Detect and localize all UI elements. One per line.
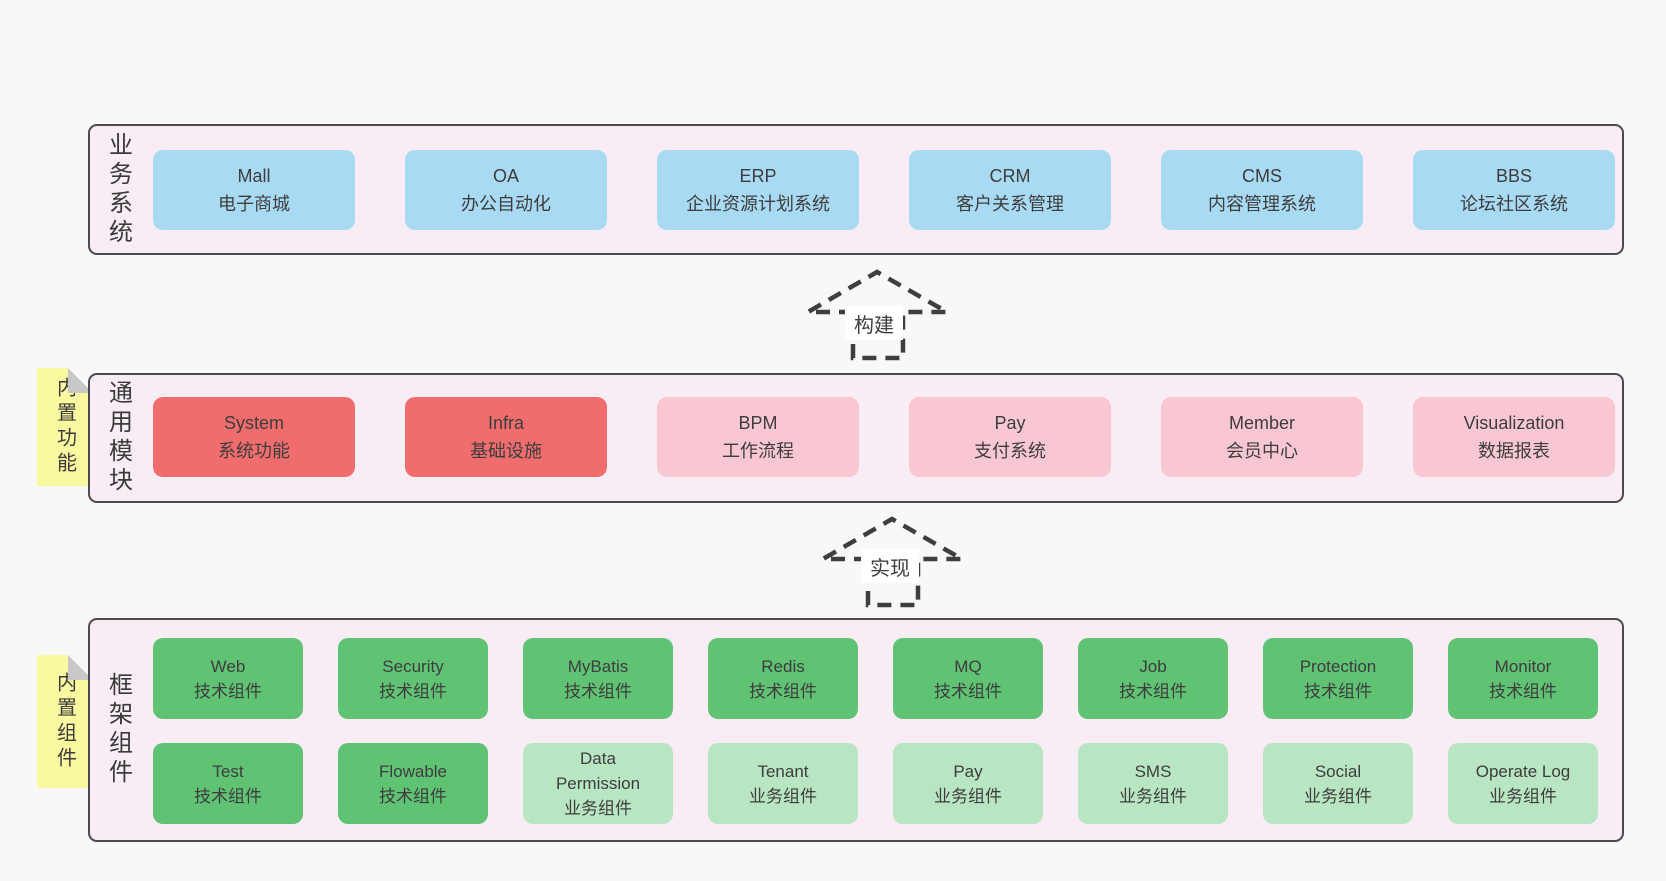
box-title: Mall [237,166,271,186]
box-title: Flowable [378,761,448,781]
box-title: Data Permission [555,749,641,793]
box-subtitle: 技术组件 [1304,681,1372,701]
box-subtitle: 技术组件 [934,681,1002,701]
box-title: Pay [953,761,983,781]
sticky-note-built-in-components: 内置组件 [37,655,93,788]
business-box-oa: OA 办公自动化 [405,150,607,230]
box-subtitle: 业务组件 [1304,786,1372,806]
box-subtitle: 会员中心 [1226,441,1298,461]
component-box-job: Job 技术组件 [1078,638,1228,719]
module-box-system: System 系统功能 [153,397,355,477]
layer-label: 业务系统 [104,131,132,248]
box-title: Web [210,656,246,676]
layer-label: 通用模块 [104,380,132,496]
business-box-cms: CMS 内容管理系统 [1161,150,1363,230]
component-box-security: Security 技术组件 [338,638,488,719]
box-title: Job [1139,656,1167,676]
component-box-protection: Protection 技术组件 [1263,638,1413,719]
component-box-tenant: Tenant 业务组件 [708,743,858,824]
box-subtitle: 系统功能 [218,441,290,461]
box-title: Redis [761,656,805,676]
box-title: Security [382,656,444,676]
box-subtitle: 技术组件 [379,681,447,701]
box-subtitle: 论坛社区系统 [1460,194,1568,214]
layer-framework-components: 框架组件 Web 技术组件 Security 技术组件 MyBatis 技术组件… [88,618,1624,842]
box-subtitle: 技术组件 [194,786,262,806]
box-title: BPM [738,413,778,433]
box-title: System [223,413,284,433]
box-subtitle: 技术组件 [749,681,817,701]
sticky-note-text: 内置功能 [53,377,76,477]
box-title: Test [212,761,244,781]
box-subtitle: 技术组件 [194,681,262,701]
box-subtitle: 内容管理系统 [1208,194,1316,214]
box-subtitle: 业务组件 [1489,786,1557,806]
box-title: Member [1228,413,1295,433]
box-title: MyBatis [567,656,629,676]
component-box-mq: MQ 技术组件 [893,638,1043,719]
box-title: Operate Log [1475,761,1571,781]
box-subtitle: 技术组件 [1489,681,1557,701]
box-subtitle: 业务组件 [1119,786,1187,806]
component-box-data-permission: Data Permission 业务组件 [523,743,673,824]
box-title: BBS [1495,166,1533,186]
build-arrow-label: 构建 [845,306,903,340]
component-box-operate-log: Operate Log 业务组件 [1448,743,1598,824]
box-subtitle: 企业资源计划系统 [686,194,830,214]
business-box-erp: ERP 企业资源计划系统 [657,150,859,230]
component-box-monitor: Monitor 技术组件 [1448,638,1598,719]
sticky-note-built-in-features: 内置功能 [37,368,93,486]
layer-label: 框架组件 [104,672,132,788]
module-box-pay: Pay 支付系统 [909,397,1111,477]
box-title: Protection [1299,656,1377,676]
sticky-note-text: 内置组件 [53,671,76,772]
component-box-web: Web 技术组件 [153,638,303,719]
box-subtitle: 技术组件 [1119,681,1187,701]
business-box-mall: Mall 电子商城 [153,150,355,230]
box-title: Visualization [1463,413,1565,433]
business-box-crm: CRM 客户关系管理 [909,150,1111,230]
box-title: Tenant [757,761,809,781]
implement-arrow-label: 实现 [861,549,919,583]
box-subtitle: 技术组件 [379,786,447,806]
layer-common-modules: 通用模块 System 系统功能 Infra 基础设施 BPM 工作流程 Pay… [88,373,1624,503]
box-subtitle: 客户关系管理 [956,194,1064,214]
module-box-member: Member 会员中心 [1161,397,1363,477]
business-box-bbs: BBS 论坛社区系统 [1413,150,1615,230]
module-box-infra: Infra 基础设施 [405,397,607,477]
box-subtitle: 支付系统 [974,441,1046,461]
box-subtitle: 办公自动化 [461,194,551,214]
box-title: CRM [989,166,1031,186]
implement-arrow-icon [815,516,971,608]
box-title: Infra [487,413,525,433]
box-title: Monitor [1494,656,1552,676]
component-box-flowable: Flowable 技术组件 [338,743,488,824]
box-subtitle: 数据报表 [1478,441,1550,461]
box-subtitle: 电子商城 [218,194,290,214]
box-subtitle: 业务组件 [934,786,1002,806]
box-title: OA [492,166,519,186]
component-box-test: Test 技术组件 [153,743,303,824]
box-title: MQ [954,656,982,676]
box-subtitle: 技术组件 [564,681,632,701]
box-title: SMS [1134,761,1172,781]
module-box-bpm: BPM 工作流程 [657,397,859,477]
box-title: Social [1314,761,1362,781]
box-subtitle: 工作流程 [722,441,794,461]
box-subtitle: 基础设施 [470,441,542,461]
component-box-redis: Redis 技术组件 [708,638,858,719]
box-title: CMS [1242,166,1282,186]
component-box-social: Social 业务组件 [1263,743,1413,824]
box-subtitle: 业务组件 [749,786,817,806]
module-box-visualization: Visualization 数据报表 [1413,397,1615,477]
layer-business-systems: 业务系统 Mall 电子商城 OA 办公自动化 ERP 企业资源计划系统 CRM… [88,124,1624,255]
box-title: Pay [994,413,1026,433]
box-title: ERP [739,166,777,186]
component-box-mybatis: MyBatis 技术组件 [523,638,673,719]
component-box-pay: Pay 业务组件 [893,743,1043,824]
component-box-sms: SMS 业务组件 [1078,743,1228,824]
box-subtitle: 业务组件 [564,799,632,818]
